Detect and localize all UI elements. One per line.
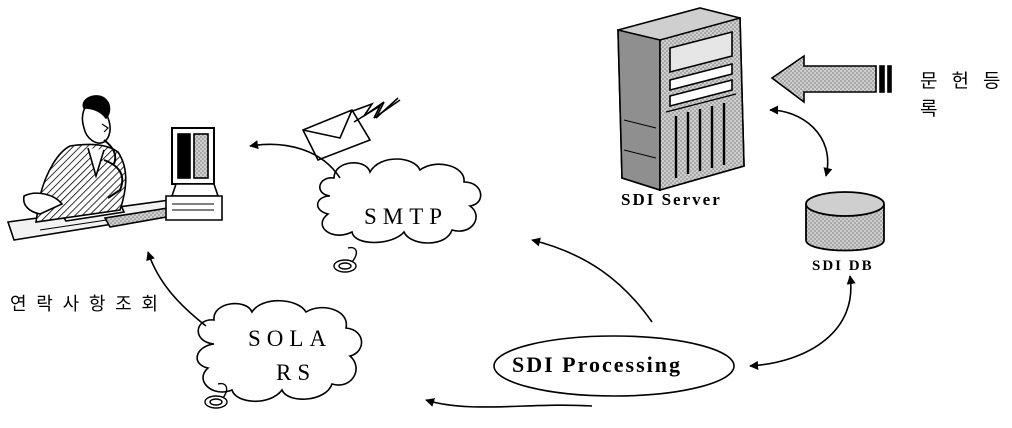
smtp-cloud <box>316 158 482 244</box>
arrow-smtp-to-user <box>249 140 341 179</box>
register-label-line1: 문 헌 등 <box>920 70 1005 92</box>
sdi-processing-node <box>493 335 735 397</box>
database-cylinder-icon <box>805 191 885 252</box>
arrow-server-db <box>769 105 833 177</box>
mouse-icon <box>333 246 358 273</box>
register-arrow <box>770 54 892 104</box>
sdi-server-label: SDI Server <box>621 190 722 209</box>
arrow-processing-to-smtp <box>531 237 653 323</box>
arrow-solaris-to-user <box>146 251 207 327</box>
envelope-icon <box>301 97 401 162</box>
sdi-db-label: SDI DB <box>812 258 874 274</box>
solaris-label-line1: SOLA <box>248 326 333 351</box>
user-at-computer-icon <box>6 95 223 241</box>
server-tower-icon <box>617 7 745 192</box>
solaris-cloud <box>196 300 363 402</box>
smtp-label: SMTP <box>364 204 449 229</box>
solaris-label-line2: RS <box>276 360 317 385</box>
mouse-icon <box>204 382 228 409</box>
arrow-processing-db <box>749 275 856 370</box>
sdi-processing-label: SDI Processing <box>512 352 682 377</box>
register-label-line2: 록 <box>920 98 938 120</box>
contact-query-label: 연 락 사 항 조 회 <box>10 294 160 315</box>
arrow-processing-to-solaris <box>425 398 593 408</box>
